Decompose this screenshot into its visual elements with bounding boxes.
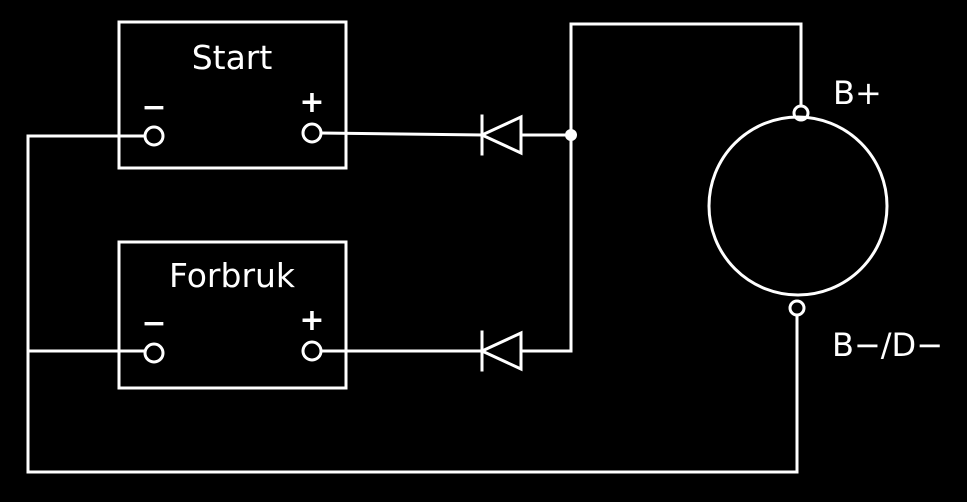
diode-start [478, 114, 523, 156]
junction-dot [565, 129, 577, 141]
diode-start-triangle [478, 114, 523, 156]
wire-start-plus [319, 131, 484, 137]
start-battery-box [117, 20, 348, 170]
alternator-bminus-terminal [788, 299, 806, 317]
consumer-plus-sign: + [299, 303, 324, 338]
diode-consumer [478, 330, 523, 372]
start-minus-sign: − [141, 90, 166, 125]
alternator-bminus-label: B−/D− [832, 326, 943, 364]
wire-consumer-diode-bus [519, 22, 573, 353]
alternator-bplus-label: B+ [833, 74, 882, 112]
start-battery-label: Start [192, 38, 273, 77]
wire-negative-return [26, 134, 799, 474]
start-plus-terminal [301, 122, 323, 144]
consumer-minus-terminal [143, 342, 165, 364]
wire-bus-to-bplus [569, 22, 803, 107]
consumer-battery-label: Forbruk [169, 256, 296, 295]
start-battery: Start − + [117, 20, 348, 170]
start-plus-sign: + [299, 85, 324, 120]
consumer-minus-sign: − [141, 306, 166, 341]
consumer-plus-terminal [301, 340, 323, 362]
consumer-battery: Forbruk − + [117, 240, 348, 390]
diode-consumer-triangle [478, 330, 523, 372]
alternator: B+ B−/D− [707, 74, 943, 364]
alternator-circle [707, 115, 889, 297]
alternator-bplus-terminal [792, 104, 810, 122]
consumer-battery-box [117, 240, 348, 390]
start-minus-terminal [143, 125, 165, 147]
